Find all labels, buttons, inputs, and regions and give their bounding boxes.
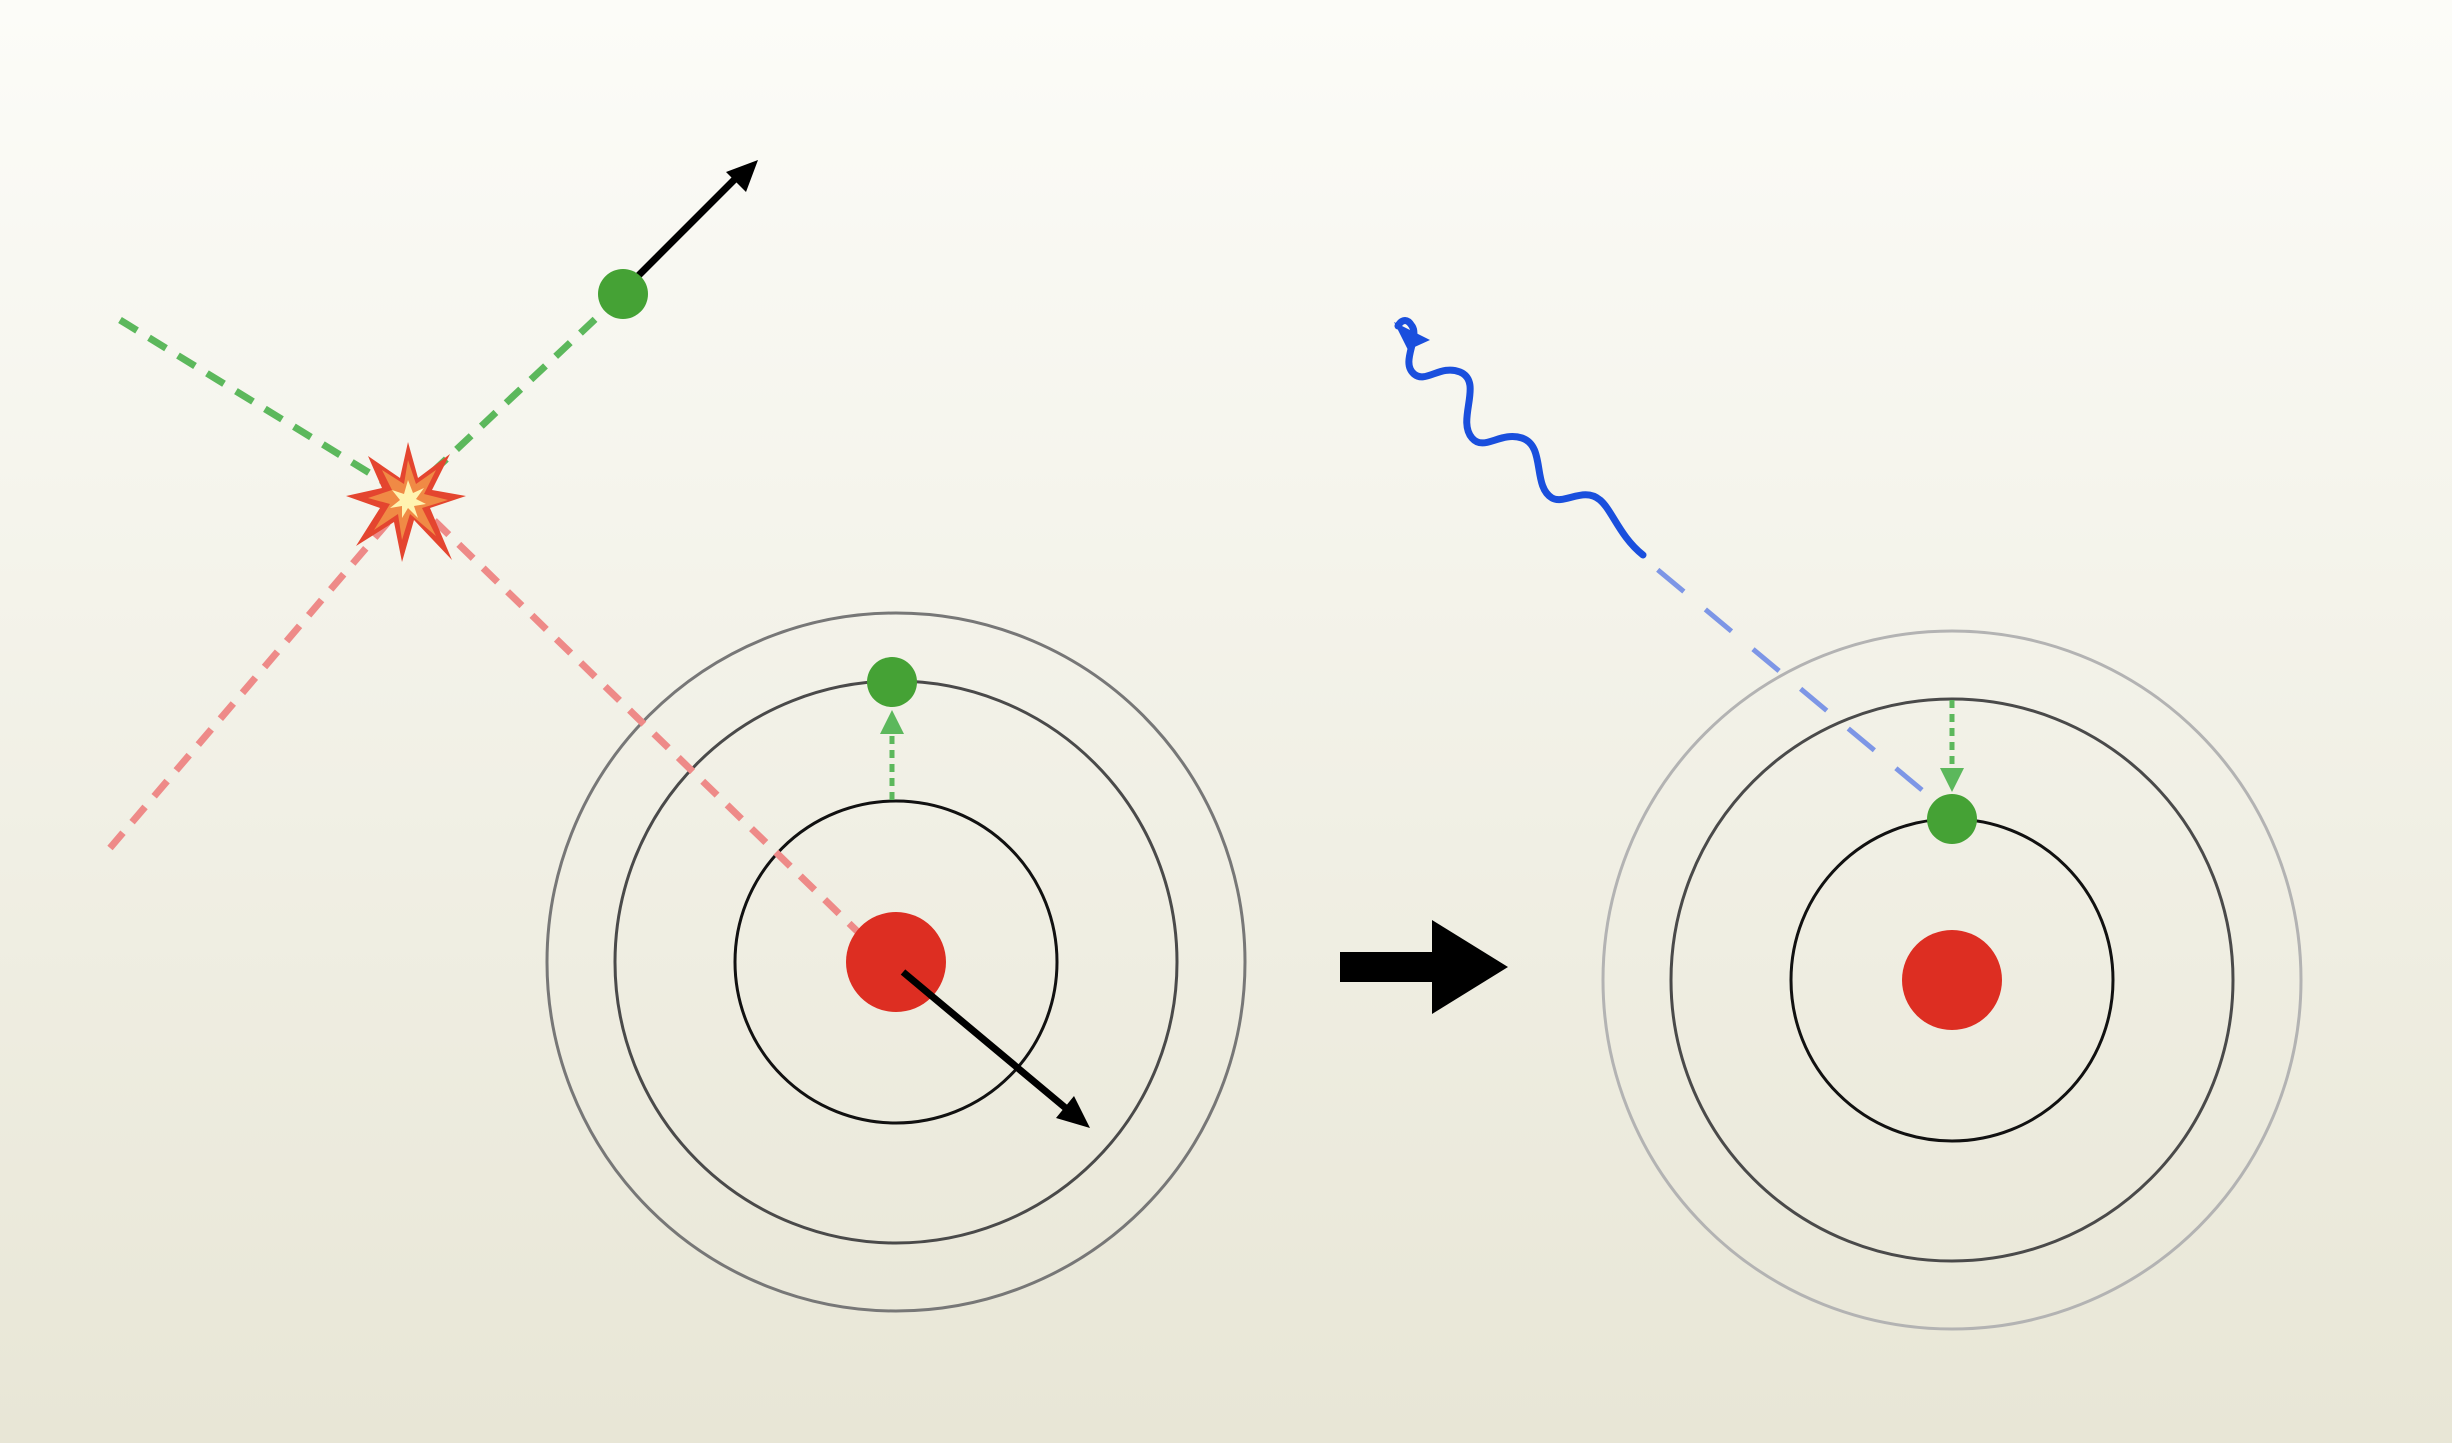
collision-burst-icon (346, 442, 466, 562)
nucleus-after (1902, 930, 2002, 1030)
orbit-middle-after (1669, 697, 2235, 1263)
nucleus-before-group (846, 912, 1090, 1128)
electron-transition-after (1927, 700, 1977, 844)
right-arrow-icon (1340, 920, 1508, 1014)
orbit-outer-before (545, 611, 1247, 1313)
transition-arrowhead-down (1940, 768, 1964, 792)
ejected-electron (598, 269, 648, 319)
transition-arrowhead-up (880, 710, 904, 734)
ejected-electron-arrowhead (726, 160, 758, 192)
recoil-arrow-shaft (900, 969, 1071, 1113)
incoming-red-path-to-nucleus (407, 494, 861, 935)
incoming-green-path (118, 317, 409, 499)
photon-emission (1394, 317, 1924, 792)
electron-after (1927, 794, 1977, 844)
atom-after (1601, 629, 2303, 1331)
orbit-outer-after (1601, 629, 2303, 1331)
recoil-arrowhead (1056, 1096, 1090, 1128)
photon-arrowhead (1394, 322, 1430, 350)
electron-transition-before (867, 657, 917, 800)
incoming-red-path-lower (107, 497, 410, 851)
electron-before (867, 657, 917, 707)
ejected-electron-group (598, 160, 758, 319)
ejected-electron-arrow-shaft (635, 173, 741, 279)
orbit-inner-before (733, 799, 1059, 1125)
